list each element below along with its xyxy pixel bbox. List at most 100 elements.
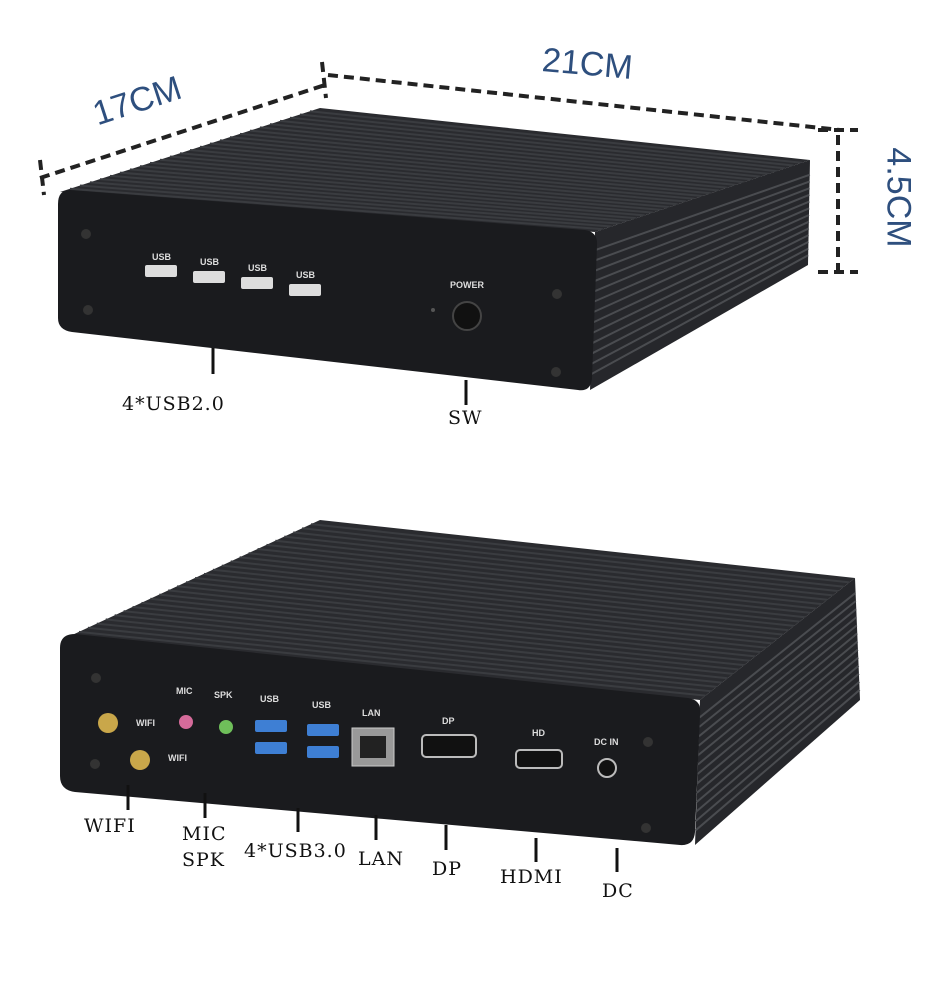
fin [590,234,810,345]
fin [269,123,769,175]
fin [230,560,800,623]
fin [141,601,745,667]
fin [589,254,809,376]
lan-callout: LAN [358,848,404,870]
fin [590,240,809,355]
fin [89,181,620,225]
fin [696,648,859,785]
fin [695,664,860,804]
dp-port [421,734,477,758]
wifi-antenna-connectors [98,713,150,770]
usb2-callout: 4*USB2.0 [122,393,225,415]
fin [593,180,811,262]
front-view-device [58,108,811,405]
fin [209,142,720,192]
fin [139,165,662,211]
dp-callout: DP [432,858,463,880]
width-dimension: 21CM [540,41,635,87]
fin [169,155,687,203]
fin [289,116,786,170]
power-label: POWER [450,280,485,290]
power-led [431,308,435,312]
usb3-callout: 4*USB3.0 [244,840,347,862]
screws [81,229,562,377]
fin [203,572,784,636]
fin [696,656,859,794]
fin [123,610,734,675]
fin [150,597,750,662]
fin [239,132,744,184]
fin [697,616,858,747]
usb2-port [241,277,273,289]
usb3-label: USB [312,700,332,710]
fin [592,207,810,304]
side-fins [694,592,861,832]
fin [221,564,795,627]
fin [257,548,817,610]
usb2-ports [145,265,321,296]
power-button[interactable] [452,301,482,331]
fin [168,589,761,654]
switch-callout: SW [448,407,483,429]
fin [177,585,767,649]
mic-jack [179,715,193,729]
wifi-callout: WIFI [84,815,136,837]
fin [696,640,859,775]
mic-callout: MIC [182,823,227,845]
fin [694,689,861,832]
fin [594,173,811,252]
wifi-label: WIFI [136,718,155,728]
fin [194,577,778,640]
fin [279,119,778,173]
usb3-label: USB [260,694,280,704]
fin [293,531,839,593]
heatsink-fins [78,523,850,697]
heatsink-fins [69,110,802,231]
fin [309,110,802,164]
usb2-port [289,284,321,296]
fin [591,220,810,324]
fin [698,608,857,738]
mic-label: MIC [176,686,193,696]
fin [229,136,736,186]
fin [185,581,773,645]
fin [698,600,857,728]
usb-label: USB [200,257,220,267]
fin [87,626,712,693]
fin [266,543,822,606]
fin [592,214,810,314]
front-panel [58,190,598,391]
fin [299,113,794,167]
fin [590,247,809,366]
fin [129,168,653,214]
fin [310,523,850,584]
usb-label: USB [248,263,268,273]
fin [199,145,711,195]
fin [96,622,717,688]
fin [699,592,856,719]
fin [114,614,728,680]
fin [695,681,860,822]
fin [593,187,810,273]
fin [697,624,858,756]
fin [259,126,761,178]
side-fins [589,173,811,376]
rear-view-device [60,520,861,872]
fin [149,161,670,209]
fin [249,129,753,181]
fin [284,535,833,597]
fin [109,174,637,220]
lan-label: LAN [362,708,381,718]
fin [119,171,645,217]
fin [695,673,860,813]
fin [159,158,678,206]
fin [69,187,604,231]
usb3-ports [255,720,339,758]
fin [159,593,756,658]
dc-callout: DC [602,880,634,902]
dc-in-label: DC IN [594,737,619,747]
spk-callout: SPK [182,849,225,871]
dimension-lines [38,61,858,274]
